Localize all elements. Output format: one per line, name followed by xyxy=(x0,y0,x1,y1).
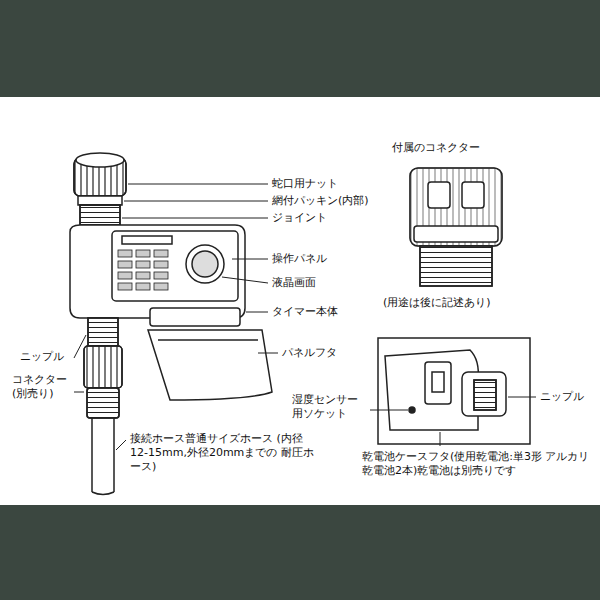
part-label: 蛇口用ナット xyxy=(272,177,338,191)
note-label: 接続ホース普通サイズホース (内径12-15mm,外径20mmまでの 耐圧ホース… xyxy=(130,432,320,474)
part-label: 付属のコネクター xyxy=(392,141,480,155)
note-label: 乾電池ケースフタ(使用乾電池:単3形 アルカリ乾電池2本)乾電池は別売りです xyxy=(362,450,594,478)
part-label: コネクター (別売り) xyxy=(12,373,76,401)
note-label: (用途は後に記述あり) xyxy=(383,296,491,310)
part-label: 湿度センサー 用ソケット xyxy=(292,393,368,421)
part-label: 液晶画面 xyxy=(272,276,316,290)
part-label: 操作パネル xyxy=(272,252,327,266)
part-label: タイマー本体 xyxy=(272,305,338,319)
part-label: ニップル xyxy=(20,350,64,364)
part-label: 網付パッキン(内部) xyxy=(272,194,369,208)
part-label: パネルフタ xyxy=(282,346,337,360)
part-label: ジョイント xyxy=(272,211,327,225)
part-label: ニップル xyxy=(540,390,584,404)
